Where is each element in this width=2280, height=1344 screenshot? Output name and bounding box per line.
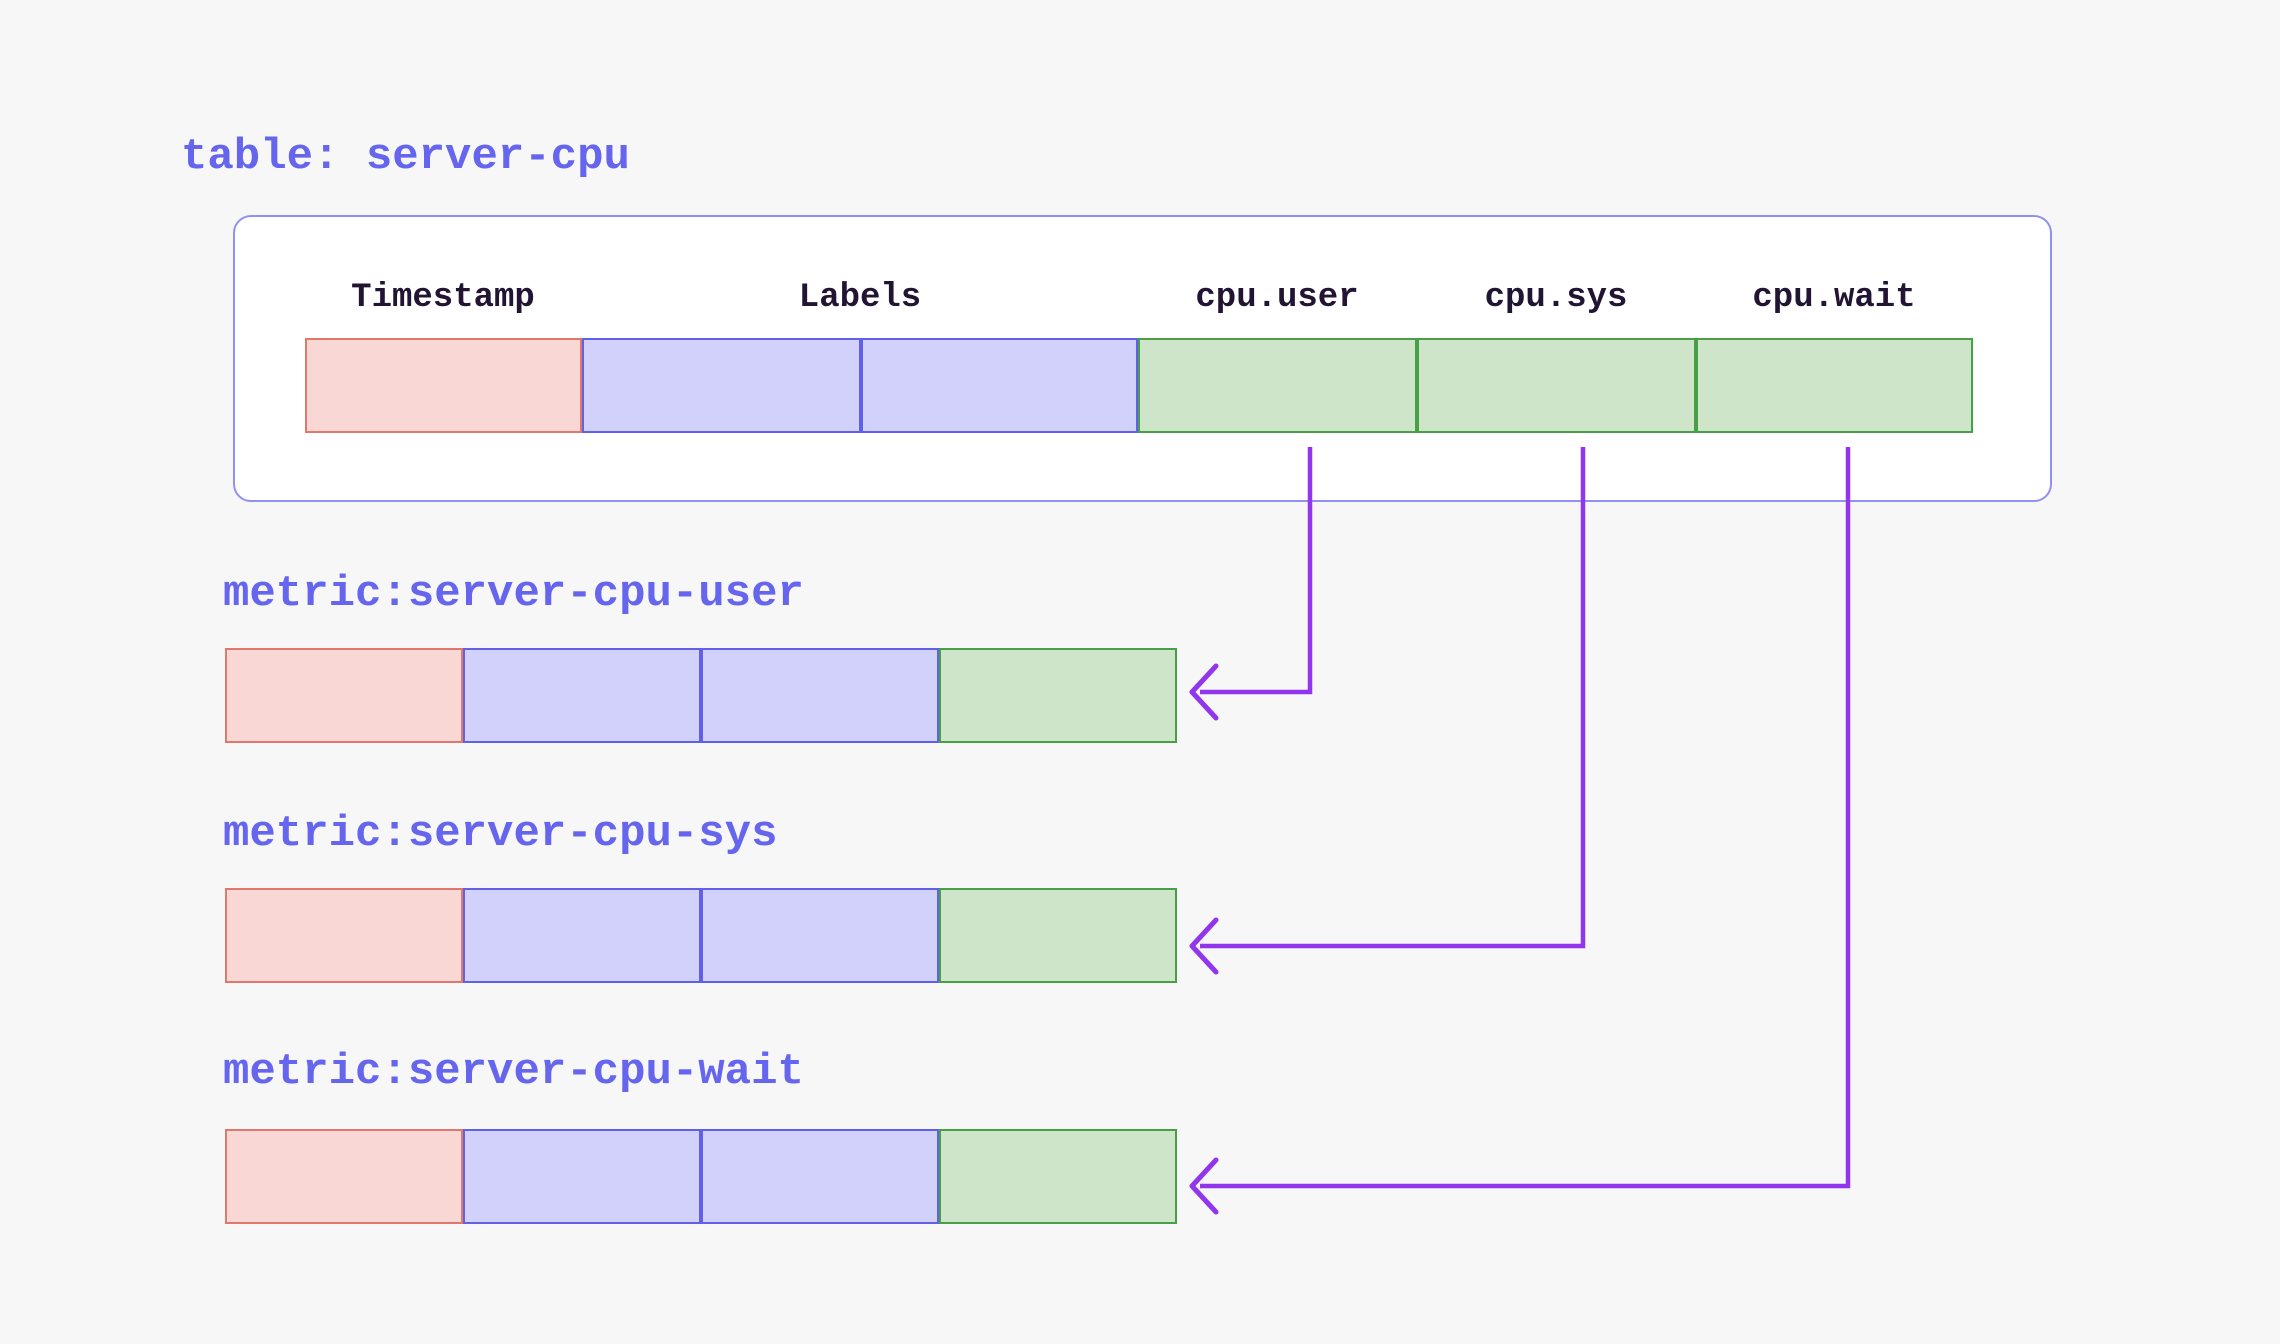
metric-row-server-cpu-sys	[225, 888, 1177, 983]
metric-cell-labels-2	[701, 888, 939, 983]
table-cell-labels-1	[582, 338, 861, 433]
arrowhead-cpu-user	[1189, 663, 1219, 721]
table-cell-timestamp	[305, 338, 582, 433]
table-title: table: server-cpu	[181, 132, 630, 182]
metric-cell-value	[939, 888, 1177, 983]
arrow-cpu-sys-to-metric-sys	[1200, 447, 1586, 949]
table-cell-cpu-sys	[1417, 338, 1696, 433]
table-cell-labels-2	[861, 338, 1138, 433]
metric-cell-value	[939, 1129, 1177, 1224]
metric-cell-labels-2	[701, 1129, 939, 1224]
metric-label-server-cpu-user: metric:server-cpu-user	[223, 569, 804, 619]
table-schema-row	[305, 338, 1973, 433]
column-header-cpu-user: cpu.user	[1195, 279, 1359, 317]
arrowhead-cpu-sys	[1189, 917, 1219, 975]
column-header-cpu-wait: cpu.wait	[1752, 279, 1916, 317]
column-header-timestamp: Timestamp	[351, 279, 535, 317]
metric-cell-labels-1	[463, 1129, 701, 1224]
metric-row-server-cpu-wait	[225, 1129, 1177, 1224]
column-header-cpu-sys: cpu.sys	[1484, 279, 1628, 317]
metric-cell-labels-2	[701, 648, 939, 743]
table-cell-cpu-user	[1138, 338, 1417, 433]
metric-label-server-cpu-sys: metric:server-cpu-sys	[223, 809, 778, 859]
metric-cell-labels-1	[463, 888, 701, 983]
arrow-cpu-wait-to-metric-wait	[1200, 447, 1851, 1189]
metric-cell-value	[939, 648, 1177, 743]
metric-cell-timestamp	[225, 648, 463, 743]
table-cell-cpu-wait	[1696, 338, 1973, 433]
column-header-labels: Labels	[798, 279, 922, 317]
metric-cell-timestamp	[225, 1129, 463, 1224]
arrowhead-cpu-wait	[1189, 1157, 1219, 1215]
metric-cell-timestamp	[225, 888, 463, 983]
metric-cell-labels-1	[463, 648, 701, 743]
metric-row-server-cpu-user	[225, 648, 1177, 743]
metric-label-server-cpu-wait: metric:server-cpu-wait	[223, 1047, 804, 1097]
